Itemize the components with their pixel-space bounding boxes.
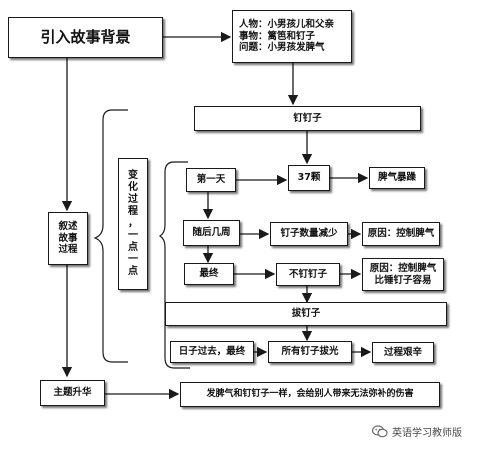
days-pass-box: 日子过去，最终 xyxy=(170,341,254,363)
background-box: 人物：小男孩儿和父亲 事物：篱笆和钉子 问题：小男孩发脾气 xyxy=(232,10,352,63)
reason-easier-box: 原因：控制脾气 比锤钉子容易 xyxy=(362,258,444,291)
count-37-box: 37颗 xyxy=(288,165,330,191)
narrate-line-3: 过程 xyxy=(58,244,78,256)
watermark-text: 英语学习教师版 xyxy=(392,427,462,439)
no-nails-box: 不钉钉子 xyxy=(276,263,340,286)
day-one-box: 第一天 xyxy=(186,168,236,192)
finally-box: 最终 xyxy=(184,263,234,285)
narrate-box: 叙述 故事 过程 xyxy=(48,212,88,265)
change-char-2: 化 xyxy=(128,182,138,193)
weeks-later-box: 随后几周 xyxy=(183,220,240,246)
change-char-7: 点 xyxy=(128,242,138,253)
change-char-8: 一 xyxy=(128,254,138,265)
change-char-1: 变 xyxy=(128,170,138,181)
change-char-6: 一 xyxy=(128,230,138,241)
change-char-5: ， xyxy=(128,218,138,229)
change-process-box: 变 化 过 程 ， 一 点 一 点 xyxy=(118,158,148,290)
pull-out-box: 拔钉子 xyxy=(165,302,447,326)
lesson-box: 发脾气和钉钉子一样，会给别人带来无法弥补的伤害 xyxy=(180,382,440,407)
reason-easier-line-2: 比锤钉子容易 xyxy=(374,274,432,286)
background-objects: 事物：篱笆和钉子 xyxy=(239,30,316,42)
temper-box: 脾气暴躁 xyxy=(369,167,425,189)
reason-control-box: 原因：控制脾气 xyxy=(362,222,440,246)
watermark: 英语学习教师版 xyxy=(371,421,474,441)
reason-easier-line-1: 原因：控制脾气 xyxy=(369,262,437,274)
change-char-9: 点 xyxy=(128,266,138,277)
nail-in-box: 钉钉子 xyxy=(194,106,421,131)
change-char-4: 程 xyxy=(128,206,138,217)
narrate-bracket xyxy=(93,109,128,363)
change-char-3: 过 xyxy=(128,194,138,205)
theme-box: 主题升华 xyxy=(40,380,105,406)
hard-process-box: 过程艰辛 xyxy=(372,342,434,363)
intro-box: 引入故事背景 xyxy=(8,17,163,58)
background-problem: 问题：小男孩发脾气 xyxy=(239,42,325,54)
background-character: 人物：小男孩儿和父亲 xyxy=(239,18,335,30)
wechat-icon xyxy=(371,424,388,438)
narrate-line-1: 叙述 xyxy=(58,221,78,233)
nails-fewer-box: 钉子数量减少 xyxy=(270,222,348,246)
change-bracket xyxy=(158,161,190,369)
narrate-line-2: 故事 xyxy=(58,232,78,244)
all-pulled-box: 所有钉子拔光 xyxy=(268,341,352,363)
